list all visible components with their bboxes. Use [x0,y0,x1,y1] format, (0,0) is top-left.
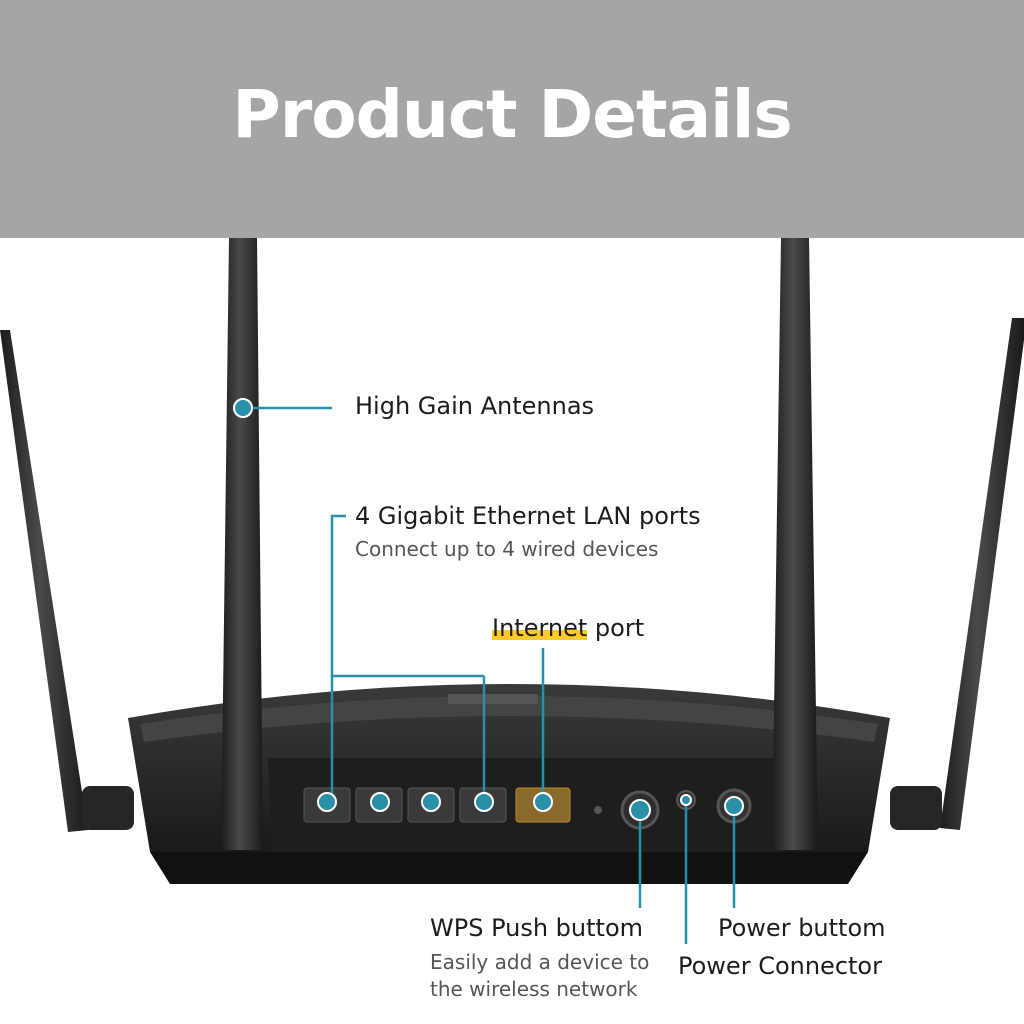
page-title: Product Details [232,76,792,153]
antennas-callout: High Gain Antennas [355,392,595,420]
power-connector-callout: Power Connector [678,952,882,980]
callout-lines [244,406,736,944]
internet-highlight: Internet [492,614,588,642]
marker-lan-3 [421,792,441,812]
brand-logo [448,694,538,704]
left-front-antenna [221,238,263,850]
right-front-antenna [772,238,818,850]
right-outer-antenna [890,318,1024,830]
lan-callout-title: 4 Gigabit Ethernet LAN ports [355,502,701,530]
power-button-callout: Power buttom [718,914,886,942]
marker-antenna [233,398,253,418]
wps-callout-title: WPS Push buttom [430,914,643,942]
lan-callout-subtitle: Connect up to 4 wired devices [355,537,659,561]
marker-power-connector [680,794,692,806]
wps-callout-subtitle-2: the wireless network [430,977,638,1001]
marker-lan-4 [474,792,494,812]
wps-callout-subtitle-1: Easily add a device to [430,950,650,974]
reset-hole [594,806,602,814]
marker-lan-2 [370,792,390,812]
marker-wps [629,799,651,821]
internet-port-text: port [587,614,645,642]
callout-markers [233,398,744,821]
marker-internet [533,792,553,812]
internet-callout: Internet port [492,614,644,642]
marker-power-button [724,796,744,816]
marker-lan-1 [317,792,337,812]
left-outer-antenna [0,330,134,832]
header-banner: Product Details [0,0,1024,238]
